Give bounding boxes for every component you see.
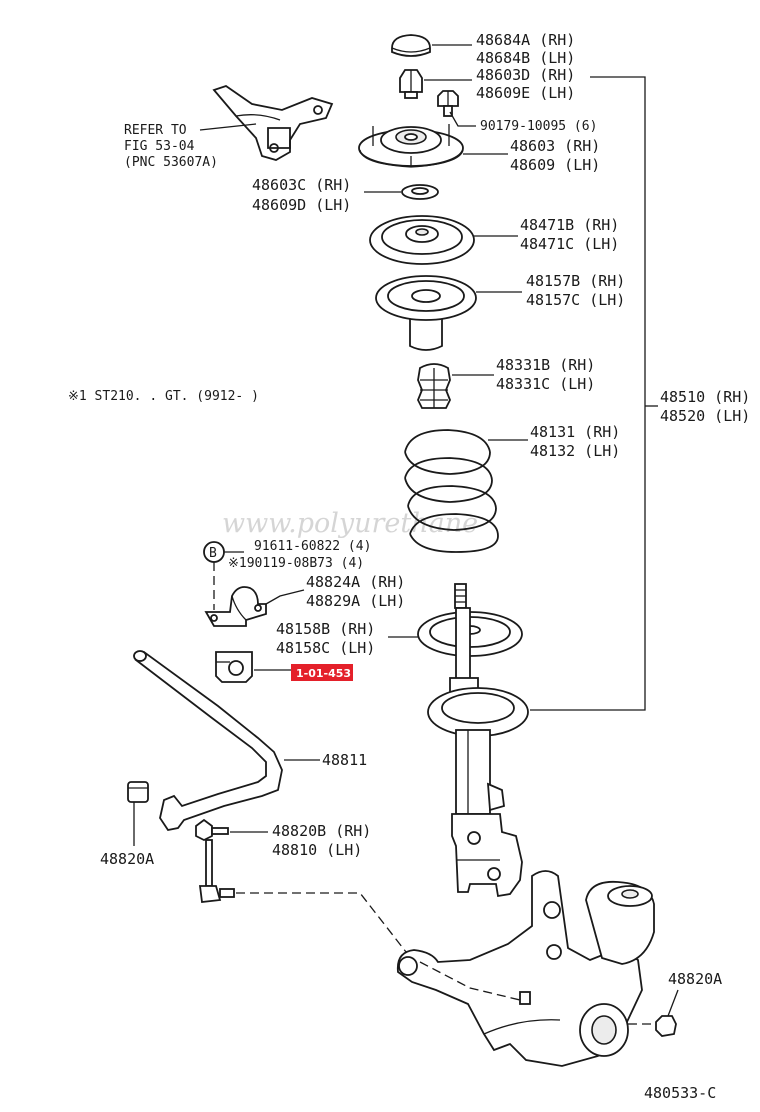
nut-48603d[interactable] <box>399 69 423 99</box>
svg-text:48810 (LH): 48810 (LH) <box>272 841 362 859</box>
svg-text:48824A (RH): 48824A (RH) <box>306 573 405 591</box>
svg-text:48132 (LH): 48132 (LH) <box>530 442 620 460</box>
label-48331: 48331B (RH) 48331C (LH) <box>496 356 595 393</box>
svg-text:48331C (LH): 48331C (LH) <box>496 375 595 393</box>
svg-text:48131 (RH): 48131 (RH) <box>530 423 620 441</box>
label-91611: 91611-60822 (4) ※190119-08B73 (4) <box>228 539 371 571</box>
bushing-48820a-right[interactable] <box>655 1015 677 1037</box>
svg-text:※1 ST210. . GT. (9912- ): ※1 ST210. . GT. (9912- ) <box>68 389 259 404</box>
dust-cap-48684[interactable] <box>391 34 431 57</box>
bushing-48820a-left[interactable] <box>127 781 149 803</box>
svg-text:48609 (LH): 48609 (LH) <box>510 156 600 174</box>
svg-text:FIG 53-04: FIG 53-04 <box>124 139 195 154</box>
bolt-90179[interactable] <box>437 90 459 117</box>
svg-text:48158C (LH): 48158C (LH) <box>276 639 375 657</box>
stabilizer-bracket-48824[interactable] <box>204 586 267 627</box>
label-90179: 90179-10095 (6) <box>480 119 597 134</box>
svg-text:48829A (LH): 48829A (LH) <box>306 592 405 610</box>
coil-spring-48131[interactable] <box>404 429 499 553</box>
insulator-48157[interactable] <box>375 275 477 351</box>
label-48157: 48157B (RH) 48157C (LH) <box>526 272 625 309</box>
diagram-code: 480533-C <box>644 1084 716 1102</box>
piston-rod <box>454 583 467 609</box>
label-48824: 48824A (RH) 48829A (LH) <box>306 573 405 610</box>
stabilizer-bar-48811[interactable] <box>133 650 283 832</box>
label-48820a-right: 48820A <box>668 970 722 988</box>
leader-48820a-right <box>667 989 679 1017</box>
steering-knuckle <box>396 870 655 1067</box>
subframe-reference <box>212 85 334 161</box>
svg-text:48471B (RH): 48471B (RH) <box>520 216 619 234</box>
svg-text:48157B (RH): 48157B (RH) <box>526 272 625 290</box>
label-48510: 48510 (RH) 48520 (LH) <box>660 388 750 425</box>
svg-text:48820A: 48820A <box>668 970 722 988</box>
watermark: www.polyurethane <box>222 508 478 539</box>
svg-text:48603C (RH): 48603C (RH) <box>252 176 351 194</box>
dash-knuckle-mount <box>419 961 521 1001</box>
label-48603d: 48603D (RH) 48609E (LH) <box>476 66 575 102</box>
label-48131: 48131 (RH) 48132 (LH) <box>530 423 620 460</box>
shock-absorber-strut[interactable] <box>427 607 529 898</box>
highlight-part-badge[interactable] <box>291 664 353 681</box>
stabilizer-bushing-48815[interactable] <box>215 651 253 683</box>
svg-text:48820A: 48820A <box>100 850 154 868</box>
label-refer: REFER TO FIG 53-04 (PNC 53607A) <box>124 123 218 170</box>
leader-90179 <box>449 111 476 127</box>
svg-text:48684B (LH): 48684B (LH) <box>476 49 575 67</box>
bump-stop-48331[interactable] <box>417 363 451 409</box>
leader-refer <box>199 123 257 131</box>
highlight-part-number[interactable]: 1-01-453 <box>296 667 351 680</box>
label-48603c: 48603C (RH) 48609D (LH) <box>252 176 351 214</box>
bearing-48603c[interactable] <box>401 184 439 200</box>
svg-text:48157C (LH): 48157C (LH) <box>526 291 625 309</box>
svg-text:REFER TO: REFER TO <box>124 123 187 138</box>
label-48811: 48811 <box>322 751 367 769</box>
label-48158: 48158B (RH) 48158C (LH) <box>276 620 375 657</box>
svg-text:48471C (LH): 48471C (LH) <box>520 235 619 253</box>
svg-text:48609D (LH): 48609D (LH) <box>252 196 351 214</box>
callout-b-letter: B <box>209 546 217 561</box>
svg-text:48331B (RH): 48331B (RH) <box>496 356 595 374</box>
svg-text:48520 (LH): 48520 (LH) <box>660 407 750 425</box>
label-48603: 48603 (RH) 48609 (LH) <box>510 137 600 174</box>
svg-text:48603 (RH): 48603 (RH) <box>510 137 600 155</box>
svg-text:48609E (LH): 48609E (LH) <box>476 84 575 102</box>
svg-text:48820B (RH): 48820B (RH) <box>272 822 371 840</box>
assembly-bracket <box>530 76 646 711</box>
svg-text:48811: 48811 <box>322 751 367 769</box>
svg-text:48158B (RH): 48158B (RH) <box>276 620 375 638</box>
label-48820a-left: 48820A <box>100 850 154 868</box>
svg-text:90179-10095 (6): 90179-10095 (6) <box>480 119 597 134</box>
label-48820b: 48820B (RH) 48810 (LH) <box>272 822 371 859</box>
label-note: ※1 ST210. . GT. (9912- ) <box>68 389 259 404</box>
label-48471: 48471B (RH) 48471C (LH) <box>520 216 619 253</box>
svg-text:※190119-08B73 (4): ※190119-08B73 (4) <box>228 556 364 571</box>
upper-seat-48471[interactable] <box>369 215 475 265</box>
dash-link-to-knuckle <box>236 892 407 953</box>
leader-48824 <box>265 589 305 605</box>
label-48684: 48684A (RH) 48684B (LH) <box>476 31 575 67</box>
svg-text:480533-C: 480533-C <box>644 1084 716 1102</box>
svg-text:48603D (RH): 48603D (RH) <box>476 66 575 84</box>
svg-text:91611-60822 (4): 91611-60822 (4) <box>254 539 371 554</box>
svg-text:48684A (RH): 48684A (RH) <box>476 31 575 49</box>
svg-text:48510 (RH): 48510 (RH) <box>660 388 750 406</box>
stabilizer-link-48820b[interactable] <box>195 818 235 903</box>
svg-text:(PNC 53607A): (PNC 53607A) <box>124 155 218 170</box>
upper-support-48603[interactable] <box>358 124 464 168</box>
